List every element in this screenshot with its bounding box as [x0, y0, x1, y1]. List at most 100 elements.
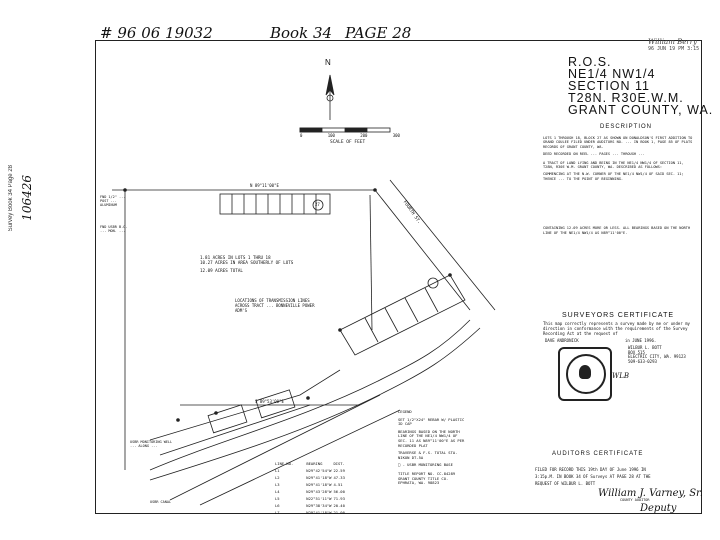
monitoring-well-note: USBR MONITORING WELL ... ALONG ...	[130, 440, 173, 448]
line-no: L3	[275, 482, 280, 487]
bearing: N29°41'18"W	[306, 475, 332, 480]
seal-initials: WLB	[612, 372, 629, 380]
legend-heading: LEGEND	[398, 409, 412, 414]
bearing: N22°51'11"W	[306, 496, 332, 501]
survey-sheet-frame	[95, 40, 702, 514]
auditors-certificate-heading: AUDITORS CERTIFICATE	[552, 451, 644, 457]
acreage-line: 10.27 ACRES IN AREA SOUTHERLY OF LOTS	[200, 260, 294, 265]
distance: 21.00	[333, 510, 345, 515]
distance: 22.59	[333, 468, 345, 473]
distance: 47.33	[333, 475, 345, 480]
stamp-time: 96 JUN 19 PM 3:15	[648, 46, 700, 52]
legend-item: □ - USBR MONITORING BASE	[398, 462, 453, 468]
south-bearing: S 89°53'00"E	[255, 399, 284, 404]
distance: 20.40	[333, 503, 345, 508]
description-paragraph: DEED RECORDED ON REEL ... PAGES ... THRO…	[543, 152, 645, 157]
auditor-signature: William J. Varney, Sr.	[598, 488, 703, 499]
surveyor-line: BOX 515	[628, 349, 645, 355]
scale-label: SCALE OF FEET	[330, 140, 366, 145]
column-header: BEARING	[306, 461, 323, 466]
column-header: LINE NO.	[275, 461, 294, 466]
record-number: # 96 06 19032	[100, 24, 213, 42]
title-block: R.O.S. NE1/4 NW1/4 SECTION 11 T28N. R30E…	[568, 55, 714, 117]
surveyor-seal	[558, 347, 612, 401]
title-line: T28N. R30E.W.M.	[568, 91, 684, 105]
lot-label: 27	[315, 202, 320, 207]
book-number: Book 34	[270, 24, 333, 42]
distance: 56.00	[333, 489, 345, 494]
title-line: SECTION 11	[568, 79, 651, 93]
legend-item: TRAVERSE & F.S. TOTAL STA. NIKON DT-5A	[398, 450, 458, 460]
bearing: N29°43'28"W	[306, 489, 332, 494]
line-no: L2	[275, 475, 280, 480]
bearing: N29°42'54"W	[306, 468, 332, 473]
line-no: L4	[275, 489, 280, 494]
description-heading: DESCRIPTION	[600, 124, 653, 130]
description-paragraph: COMMENCING AT THE N.W. CORNER OF THE NE1…	[543, 172, 684, 181]
scale-ticks: 0 100 200 300	[300, 133, 400, 138]
scale-tick: 0	[300, 133, 303, 138]
west-monument-note: FND 1/2" ... POST ... ALUMINUM	[100, 195, 126, 207]
distance: 71.93	[333, 496, 345, 501]
seal-portrait-icon	[579, 365, 591, 379]
scale-tick: 100	[327, 133, 335, 138]
line-no: L7	[275, 510, 280, 515]
acreage-line: 12.09 ACRES TOTAL	[200, 268, 243, 273]
auditor-line: 3:15p.M. IN BOOK 34 OF Surveys AT PAGE 2…	[535, 474, 651, 479]
lot-dividers	[231, 194, 317, 214]
legend: LEGEND SET 1/2"X24" REBAR W/ PLASTIC ID …	[398, 409, 468, 486]
surveyor-line: ELECTRIC CITY, WA. 99123	[628, 354, 686, 360]
surveyors-certificate-heading: SURVEYORS CERTIFICATE	[562, 312, 675, 319]
bearing: N29°41'18"W	[306, 510, 332, 515]
legend-item: BEARINGS BASED ON THE NORTH LINE OF THE …	[398, 428, 465, 448]
client-name: DAVE ANDRONICK	[545, 338, 579, 343]
north-line-bearing: N 89°11'00"E	[250, 183, 279, 188]
certificate-date: in JUNE 1996.	[625, 338, 657, 343]
surveyor-address: WILBUR L. BOTT BOX 515 ELECTRIC CITY, WA…	[628, 345, 686, 364]
deputy-signature: Deputy	[640, 503, 677, 514]
line-no: L5	[275, 496, 280, 501]
auditor-line: FILED FOR RECORD THIS 19th DAY OF June 1…	[535, 467, 646, 472]
description-text: LOTS 1 THROUGH 18, BLOCK 27 AS SHOWN ON …	[543, 136, 695, 235]
surveyor-line: 509-633-0293	[628, 358, 657, 364]
description-paragraph: LOTS 1 THROUGH 18, BLOCK 27 AS SHOWN ON …	[543, 136, 693, 149]
title-report-note: TITLE REPORT NO. CC-84289 GRANT COUNTY T…	[398, 470, 456, 486]
scale-tick: 200	[360, 133, 368, 138]
scale-tick: 300	[392, 133, 400, 138]
canal-note: USBR CANAL	[150, 500, 172, 504]
description-paragraph: A TRACT OF LAND LYING AND BEING IN THE N…	[543, 160, 684, 170]
north-label: N	[325, 58, 331, 67]
recording-stamp: William Berry 96 JUN 19 PM 3:15	[648, 38, 704, 52]
transmission-note: LOCATIONS OF TRANSMISSION LINES ACROSS T…	[235, 298, 315, 313]
legend-item: SET 1/2"X24" REBAR W/ PLASTIC ID CAP	[398, 416, 465, 427]
title-line: R.O.S.	[568, 55, 612, 69]
line-no: L1	[275, 468, 280, 473]
title-line: NE1/4 NW1/4	[568, 67, 656, 81]
auditor-line: REQUEST OF WILBUR L. BOTT	[535, 481, 596, 486]
auditor-label: COUNTY AUDITOR	[620, 498, 650, 502]
bearing: N29°38'34"W	[306, 503, 332, 508]
page-number: PAGE 28	[345, 24, 412, 42]
auditors-certificate-text: FILED FOR RECORD THIS 19th DAY OF June 1…	[535, 466, 695, 487]
distance: 4.51	[333, 482, 343, 487]
stamp-signature: William Berry	[648, 38, 697, 46]
acreage-line: 1.81 ACRES IN LOTS 1 THRU 18	[200, 255, 271, 260]
north-arrow-head-icon	[325, 74, 335, 96]
surveyors-certificate-text: This map correctly represents a survey m…	[543, 321, 690, 336]
west-monument-note-2: FND USBR B.C. ... MON. ...	[100, 225, 128, 233]
title-line: GRANT COUNTY, WA.	[568, 103, 714, 117]
column-header: DIST.	[333, 461, 345, 466]
surveyor-line: WILBUR L. BOTT	[628, 345, 662, 350]
description-paragraph: CONTAINING 12.09 ACRES MORE OR LESS. ALL…	[543, 226, 691, 235]
bearing: N29°41'18"W	[306, 482, 332, 487]
